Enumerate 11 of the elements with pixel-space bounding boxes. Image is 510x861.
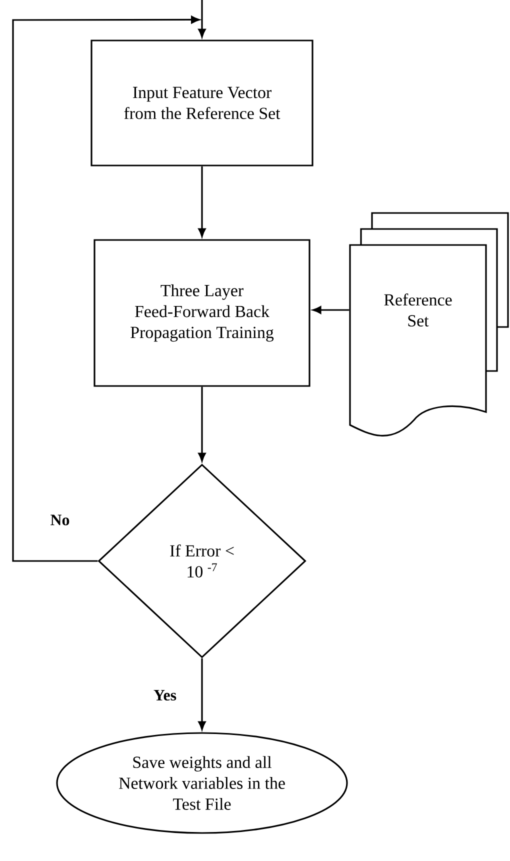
edge-label: Yes <box>152 688 178 702</box>
arrow <box>198 658 206 730</box>
document-stack: Reference Set <box>349 212 509 436</box>
arrow <box>198 166 206 237</box>
arrow <box>198 0 206 38</box>
edge-label: No <box>49 514 71 526</box>
arrow <box>312 306 350 314</box>
process-box: Input Feature Vector from the Reference Set <box>90 40 314 166</box>
arrow <box>12 16 200 562</box>
arrow <box>198 386 206 462</box>
process-box: Three Layer Feed-Forward Back Propagation Training <box>94 239 310 387</box>
